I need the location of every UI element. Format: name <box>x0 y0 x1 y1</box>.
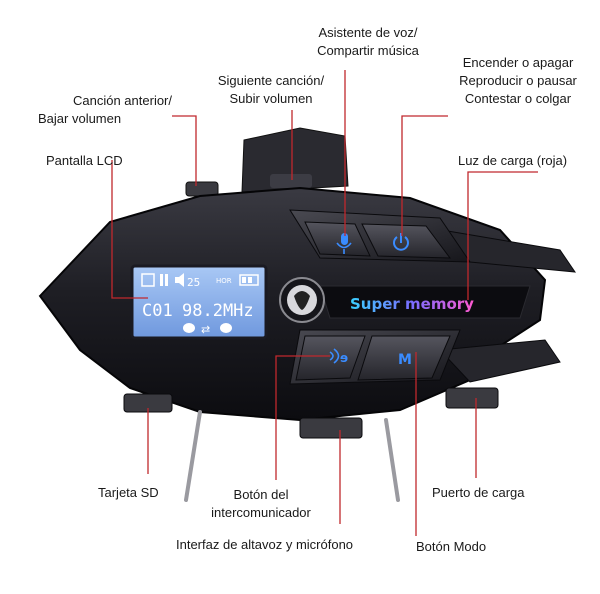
callout-prev-song-line2: Bajar volumen <box>38 111 122 126</box>
callout-next-song-line1: Siguiente canción/ <box>217 73 325 88</box>
callout-intercom-line2: intercomunicador <box>211 505 311 520</box>
lcd-channel: C01 <box>142 301 173 321</box>
callout-mode-button-line1: Botón Modo <box>416 539 487 554</box>
callout-lcd-screen: Pantalla LCD <box>46 152 123 170</box>
callout-charge-light: Luz de carga (roja) <box>458 152 567 170</box>
mode-button <box>357 335 451 381</box>
callout-lcd-screen-line1: Pantalla LCD <box>46 153 123 168</box>
line-power <box>401 115 448 236</box>
speaker-mic-port <box>299 417 363 439</box>
callout-voice-line1: Asistente de voz/ <box>318 25 418 40</box>
line-prev-song <box>172 115 197 186</box>
callout-power-line1: Encender o apagar <box>462 55 574 70</box>
power-button <box>361 223 452 259</box>
callout-prev-song: Canción anterior/ Bajar volumen <box>38 92 172 128</box>
svg-text:⇄: ⇄ <box>201 323 210 336</box>
callout-charging-port-line1: Puerto de carga <box>432 485 525 500</box>
lcd-pause-icon <box>160 274 163 286</box>
lcd-phone-icon <box>141 273 155 287</box>
line-charge-light <box>467 171 538 300</box>
line-intercom <box>275 355 330 480</box>
callout-voice-assistant: Asistente de voz/ Compartir música <box>296 24 440 60</box>
callout-sd-card: Tarjeta SD <box>98 484 159 502</box>
top-clip-button <box>270 174 312 188</box>
callout-charging-port: Puerto de carga <box>432 484 525 502</box>
lcd-frequency: 98.2MHz <box>182 301 254 321</box>
top-clip <box>241 127 349 193</box>
intercom-button <box>295 335 366 381</box>
svg-text:ɘ: ɘ <box>340 351 348 365</box>
callout-intercom-button: Botón del intercomunicador <box>196 486 326 522</box>
prev-song-button <box>185 181 219 197</box>
callout-intercom-line1: Botón del <box>233 487 289 502</box>
callout-power-line2: Reproducir o pausar <box>459 73 577 88</box>
intercom-icon: ɘ <box>329 348 348 365</box>
brand-strip <box>319 285 531 319</box>
lcd-status-row <box>141 273 259 287</box>
brand-text: Super memory <box>350 295 474 313</box>
lion-logo-icon <box>279 277 325 323</box>
charging-port <box>445 387 499 409</box>
callout-speaker-mic: Interfaz de altavoz y micrófono <box>176 536 353 554</box>
callout-mode-button: Botón Modo <box>416 538 486 556</box>
lcd-volume-icon <box>175 273 184 287</box>
power-icon <box>393 233 409 251</box>
callout-lines <box>111 70 538 536</box>
callout-voice-line2: Compartir música <box>317 43 419 58</box>
callout-prev-song-line1: Canción anterior/ <box>73 93 172 108</box>
lcd-bottom-icons: ⇄ <box>183 323 232 336</box>
right-mount-pin <box>384 418 400 502</box>
callout-sd-card-line1: Tarjeta SD <box>98 485 159 500</box>
callout-power-line3: Contestar o colgar <box>464 91 572 106</box>
callout-next-song-line2: Subir volumen <box>229 91 313 106</box>
microphone-icon <box>336 233 352 254</box>
callout-charge-light-line1: Luz de carga (roja) <box>458 153 568 168</box>
lcd-mode-badge: HOR <box>216 277 232 285</box>
voice-assistant-button <box>304 221 371 257</box>
left-mount-pin <box>184 410 202 502</box>
callout-next-song: Siguiente canción/ Subir volumen <box>196 72 346 108</box>
callout-speaker-mic-line1: Interfaz de altavoz y micrófono <box>176 537 354 552</box>
lcd-volume-value: 25 <box>187 276 200 289</box>
callout-power: Encender o apagar Reproducir o pausar Co… <box>448 54 588 108</box>
mode-button-letter: M <box>398 352 412 368</box>
line-lcd <box>111 160 148 299</box>
right-lower-arm <box>438 339 561 383</box>
lcd-battery-icon <box>239 274 259 286</box>
